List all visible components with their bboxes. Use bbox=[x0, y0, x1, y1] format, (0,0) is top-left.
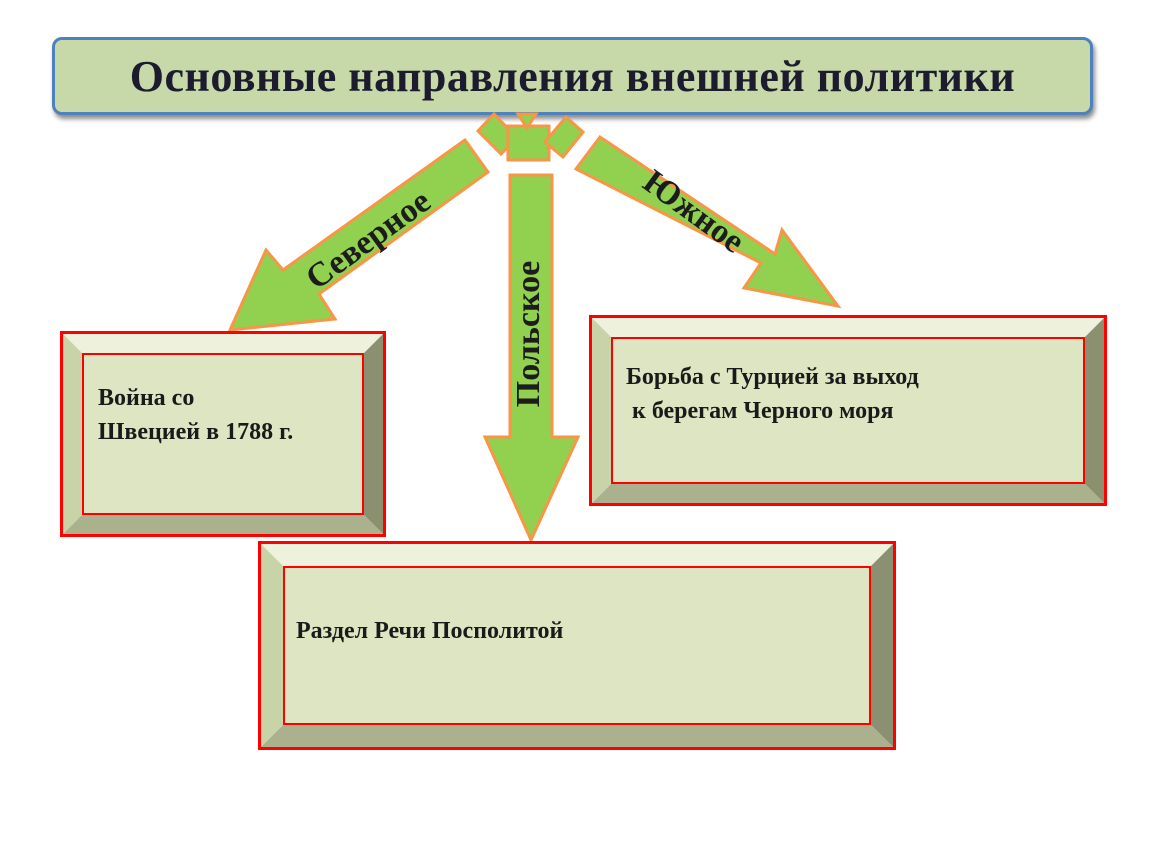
box-polish-text: Раздел Речи Посполитой bbox=[296, 618, 564, 644]
arrow-polish-label: Польское bbox=[510, 261, 547, 407]
arrow-south-shape bbox=[573, 134, 842, 309]
connector-piece-top bbox=[515, 112, 539, 131]
arrow-north: Северное bbox=[227, 137, 491, 332]
arrow-polish-shape bbox=[482, 173, 581, 544]
box-north-text: Война со Швецией в 1788 г. bbox=[98, 385, 294, 445]
connector-piece-right bbox=[542, 114, 586, 160]
arrow-north-label: Северное bbox=[299, 182, 437, 297]
arrow-south-label: Южное bbox=[636, 163, 751, 261]
diagram-title: Основные направления внешней политики bbox=[129, 51, 1016, 101]
box-south-text: Борьба с Турцией за выход к берегам Черн… bbox=[626, 364, 919, 424]
box-polish-bevel bbox=[258, 541, 896, 750]
box-north-bevel bbox=[60, 331, 386, 537]
arrow-polish: Польское bbox=[482, 173, 581, 544]
arrow-south: Южное bbox=[573, 134, 842, 309]
box-north: Война со Швецией в 1788 г. bbox=[60, 331, 386, 537]
connector-piece-center bbox=[506, 124, 551, 162]
arrow-north-shape bbox=[227, 137, 491, 332]
box-polish: Раздел Речи Посполитой bbox=[258, 541, 896, 750]
title-box: Основные направления внешней политики bbox=[52, 37, 1093, 115]
box-south-bevel bbox=[589, 315, 1107, 506]
box-south: Борьба с Турцией за выход к берегам Черн… bbox=[589, 315, 1107, 506]
